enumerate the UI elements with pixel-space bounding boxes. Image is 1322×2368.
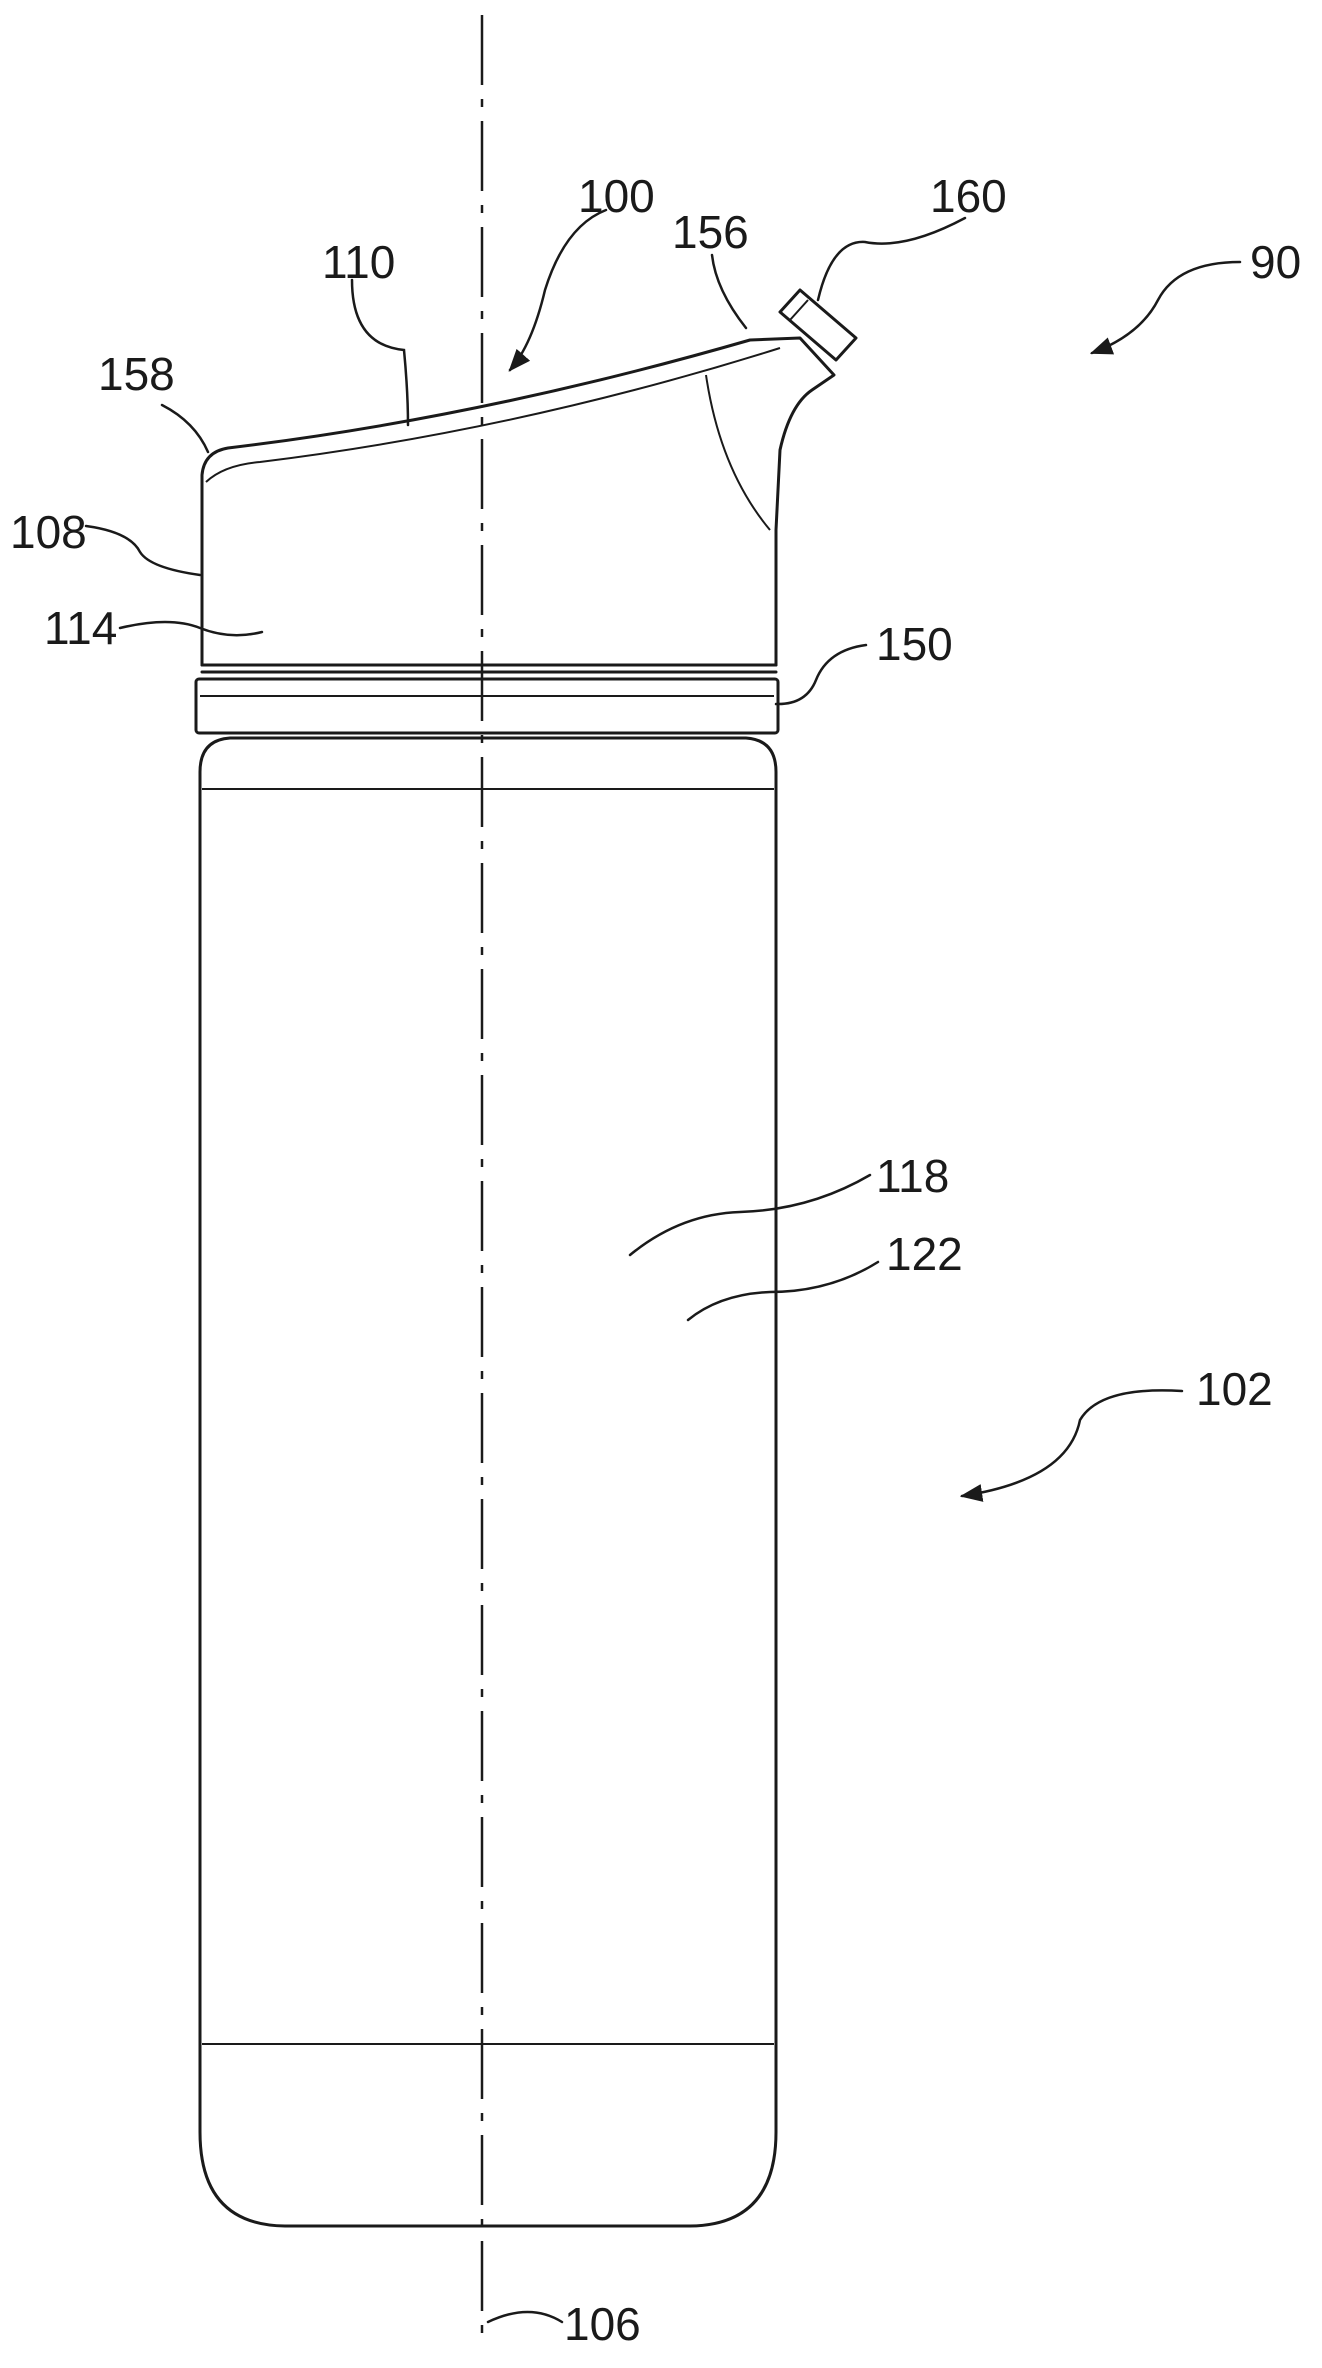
leader-100 — [508, 208, 608, 372]
label-156: 156 — [672, 206, 749, 258]
lid-top-inner-line — [205, 347, 781, 483]
leader-156 — [710, 253, 748, 330]
lid — [200, 288, 858, 674]
leader-122 — [686, 1260, 880, 1322]
label-90: 90 — [1250, 236, 1301, 288]
container-outline — [198, 736, 778, 2228]
leader-114 — [118, 620, 264, 637]
collar-ring — [194, 677, 780, 735]
leader-108 — [84, 524, 202, 577]
leader-102 — [959, 1389, 1184, 1502]
container-body — [198, 736, 778, 2228]
label-158: 158 — [98, 348, 175, 400]
leader-150 — [774, 643, 868, 706]
label-114: 114 — [44, 602, 117, 654]
label-108: 108 — [10, 506, 87, 558]
lid-outline — [200, 336, 836, 667]
label-160: 160 — [930, 170, 1007, 222]
leader-158 — [160, 403, 210, 454]
leader-106 — [486, 2310, 564, 2324]
leader-118 — [628, 1173, 872, 1257]
label-100: 100 — [578, 170, 655, 222]
leader-160 — [816, 216, 967, 302]
label-106: 106 — [564, 2298, 641, 2350]
spout-tip — [778, 288, 858, 362]
label-110: 110 — [322, 236, 395, 288]
label-150: 150 — [876, 618, 953, 670]
label-122: 122 — [886, 1228, 963, 1280]
leader-110 — [350, 278, 410, 427]
label-118: 118 — [876, 1150, 949, 1202]
spout-curve — [705, 374, 771, 531]
label-102: 102 — [1196, 1363, 1273, 1415]
leader-90 — [1089, 260, 1242, 355]
